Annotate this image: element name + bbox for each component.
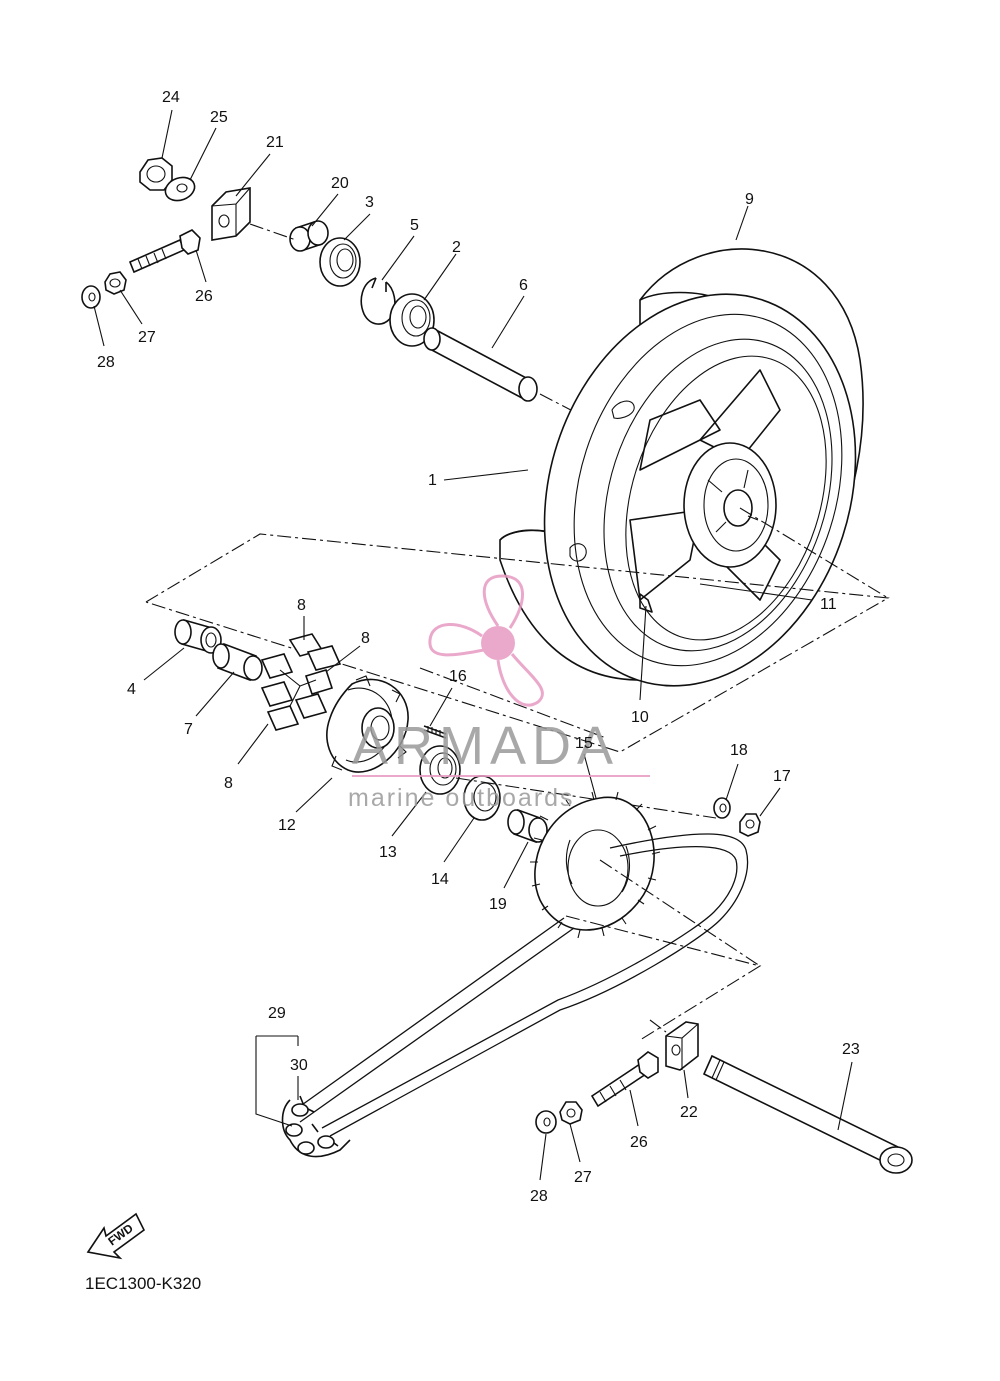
watermark-tagline: marine outboards	[348, 784, 575, 812]
part-chain-joint-30	[281, 1095, 351, 1158]
callout-2: 2	[452, 239, 461, 256]
part-collar-19	[507, 808, 548, 844]
part-adjuster-plate-22	[665, 1021, 699, 1071]
part-wheel-1-tire-9	[499, 248, 864, 687]
callout-28-bottom: 28	[530, 1188, 548, 1205]
callout-27-bottom: 27	[574, 1169, 592, 1186]
part-sprocket-15	[530, 791, 661, 939]
part-washer-28a	[81, 285, 101, 309]
callout-26-top: 26	[195, 288, 213, 305]
callout-15: 15	[575, 735, 593, 752]
fwd-arrow-icon: FWD	[86, 1212, 146, 1260]
callout-27-top: 27	[138, 329, 156, 346]
part-clutch-hub-12	[326, 675, 409, 773]
part-nut-27a	[104, 271, 127, 295]
callout-26-bottom: 26	[630, 1134, 648, 1151]
part-circlip-5	[360, 277, 396, 325]
callout-25: 25	[210, 109, 228, 126]
part-bearing-13	[419, 745, 461, 795]
callout-22: 22	[680, 1104, 698, 1121]
callout-6: 6	[519, 277, 528, 294]
part-washer-25	[164, 176, 196, 202]
part-bolt-26b	[590, 1051, 659, 1108]
part-nut-27b	[559, 1101, 583, 1125]
callout-1: 1	[428, 472, 437, 489]
callout-19: 19	[489, 896, 507, 913]
callout-16: 16	[449, 668, 467, 685]
callout-24-top: 24	[162, 89, 180, 106]
callout-17: 17	[773, 768, 791, 785]
watermark: ARMADA marine outboards	[348, 574, 650, 812]
propeller-logo-icon	[428, 574, 544, 707]
part-washer-18	[713, 797, 731, 819]
part-bearing-3	[319, 237, 361, 287]
part-spacer-6	[423, 327, 538, 402]
part-chain-29	[291, 833, 762, 1137]
callout-4: 4	[127, 681, 136, 698]
part-adjuster-plate-21	[211, 187, 251, 241]
callout-23: 23	[842, 1041, 860, 1058]
callout-28-top: 28	[97, 354, 115, 371]
leader-lines	[93, 109, 853, 1181]
callout-29: 29	[268, 1005, 286, 1022]
watermark-brand: ARMADA	[352, 716, 619, 776]
callout-12: 12	[278, 817, 296, 834]
part-collar-7	[212, 642, 263, 682]
part-stud-16	[423, 725, 447, 739]
callout-5: 5	[410, 217, 419, 234]
part-bolt-26a	[128, 229, 201, 274]
callout-8-bottom: 8	[224, 775, 233, 792]
callout-20: 20	[331, 175, 349, 192]
callout-3: 3	[365, 194, 374, 211]
callout-14: 14	[431, 871, 449, 888]
callout-11: 11	[820, 596, 837, 613]
callout-13: 13	[379, 844, 397, 861]
callout-8-mid: 8	[361, 630, 370, 647]
part-bearing-2	[389, 293, 435, 347]
callout-7: 7	[184, 721, 193, 738]
callout-18: 18	[730, 742, 748, 759]
part-collar-20	[289, 220, 329, 252]
callout-9: 9	[745, 191, 754, 208]
part-washer-28b	[535, 1110, 557, 1134]
part-nut-17	[739, 813, 761, 837]
callout-30: 30	[290, 1057, 308, 1074]
part-axle-23	[702, 1054, 913, 1174]
diagram-code: 1EC1300-K320	[85, 1274, 201, 1293]
part-damper-8	[260, 633, 342, 731]
callout-10: 10	[631, 709, 649, 726]
callout-21: 21	[266, 134, 284, 151]
callout-labels: 24 25 21 20 3 5 2 9 6 26 27 28 1 11 10 8…	[97, 89, 860, 1205]
callout-8-top: 8	[297, 597, 306, 614]
